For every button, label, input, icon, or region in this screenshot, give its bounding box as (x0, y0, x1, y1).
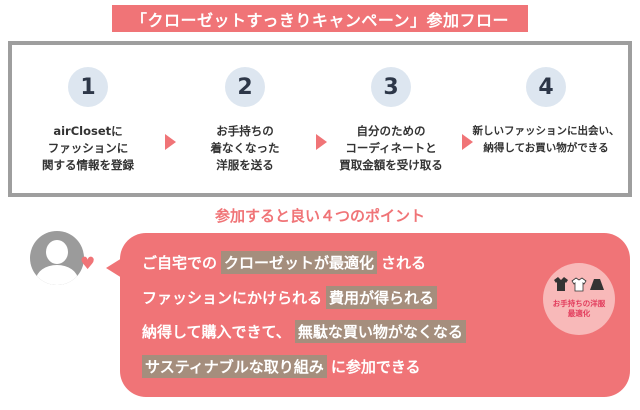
speech-bubble-tail (106, 258, 122, 278)
campaign-title: 「クローゼットすっきりキャンペーン」参加フロー (112, 5, 528, 32)
arrow-right-icon (165, 134, 176, 150)
point-highlight: サスティナブルな取り組み (142, 354, 327, 378)
closet-badge: お手持ちの洋服 最適化 (543, 263, 615, 335)
step-1: 1 airClosetに ファッションに 関する情報を登録 (18, 45, 158, 193)
step-description: airClosetに ファッションに 関する情報を登録 (42, 124, 134, 172)
step-description: 新しいファッションに出会い、 納得してお買い物ができる (472, 125, 620, 154)
heart-icon: ♥ (80, 254, 96, 274)
step-number: 4 (526, 67, 566, 107)
point-highlight: 無駄な買い物がなくなる (294, 319, 466, 343)
step-description: 自分のための コーディネートと 買取金額を受け取る (339, 124, 443, 172)
point-highlight: クローゼットが最適化 (221, 250, 378, 274)
skirt-icon (589, 276, 605, 296)
avatar-icon (30, 231, 84, 285)
badge-label: お手持ちの洋服 最適化 (552, 298, 606, 318)
points-title: 参加すると良い４つのポイント (214, 207, 425, 225)
point-highlight: 費用が得られる (326, 285, 438, 309)
step-number: 2 (225, 67, 265, 107)
arrow-right-icon (316, 134, 327, 150)
point-3: 納得して購入できて、 無駄な買い物がなくなる (142, 318, 470, 344)
arrow-right-icon (462, 134, 473, 150)
flow-box: 1 airClosetに ファッションに 関する情報を登録 2 お手持ちの 着な… (8, 41, 632, 197)
point-1: ご自宅での クローゼットが最適化 される (142, 249, 426, 275)
point-4: サスティナブルな取り組み に参加できる (138, 353, 421, 379)
step-3: 3 自分のための コーディネートと 買取金額を受け取る (321, 45, 461, 193)
step-description: お手持ちの 着なくなった 洋服を送る (210, 124, 280, 172)
step-4: 4 新しいファッションに出会い、 納得してお買い物ができる (471, 45, 621, 193)
shirt-icon (571, 276, 587, 296)
step-number: 3 (371, 67, 411, 107)
step-number: 1 (68, 67, 108, 107)
step-2: 2 お手持ちの 着なくなった 洋服を送る (175, 45, 315, 193)
jacket-icon (553, 276, 569, 296)
point-2: ファッションにかけられる 費用が得られる (142, 284, 441, 310)
